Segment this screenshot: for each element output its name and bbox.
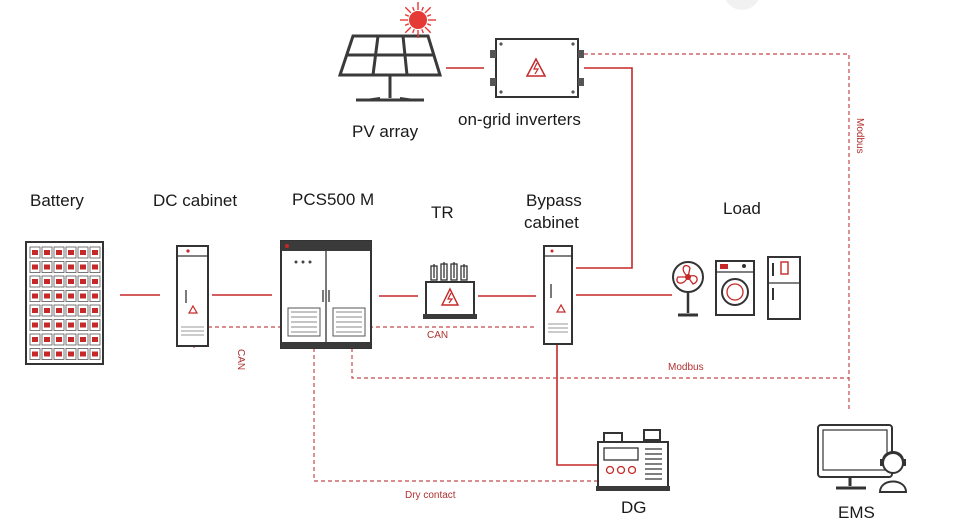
corner-circle	[725, 0, 759, 10]
dc-cabinet-icon	[176, 245, 209, 347]
label-dg: DG	[621, 498, 647, 517]
bypass-cabinet-icon	[543, 245, 573, 345]
sun-icon	[400, 2, 436, 38]
link-can-vertical: CAN	[235, 349, 246, 370]
label-inverters: on-grid inverters	[458, 110, 581, 129]
line-bypass-inverter	[576, 67, 633, 269]
dry-contact-line	[313, 348, 597, 482]
label-battery: Battery	[30, 191, 84, 210]
battery-rack-icon	[25, 241, 104, 365]
label-dc-cabinet: DC cabinet	[153, 191, 237, 210]
label-ems: EMS	[838, 503, 875, 522]
label-bypass-line2: cabinet	[524, 213, 579, 232]
fan-icon	[672, 261, 704, 317]
label-pv-array: PV array	[352, 122, 419, 141]
inverter-icon	[490, 38, 584, 98]
link-can-horizontal: CAN	[427, 330, 448, 341]
line-bypass-dg	[556, 345, 597, 466]
solid-power-lines	[120, 67, 672, 466]
link-dry-contact: Dry contact	[405, 490, 456, 501]
generator-icon	[596, 429, 670, 491]
modbus-line-horizontal	[351, 348, 849, 379]
label-load: Load	[723, 199, 761, 218]
pcs-cabinet-icon	[280, 240, 372, 349]
washing-machine-icon	[715, 260, 755, 316]
label-pcs: PCS500 M	[292, 190, 374, 209]
modbus-line-vertical	[584, 53, 850, 410]
solar-panel-icon	[337, 34, 443, 102]
label-bypass-line1: Bypass	[526, 191, 582, 210]
link-modbus-horizontal: Modbus	[668, 362, 704, 373]
monitor-operator-icon	[817, 424, 908, 493]
transformer-icon	[423, 262, 477, 319]
refrigerator-icon	[767, 256, 801, 320]
label-tr: TR	[431, 203, 454, 222]
link-modbus-vertical: Modbus	[854, 118, 865, 154]
